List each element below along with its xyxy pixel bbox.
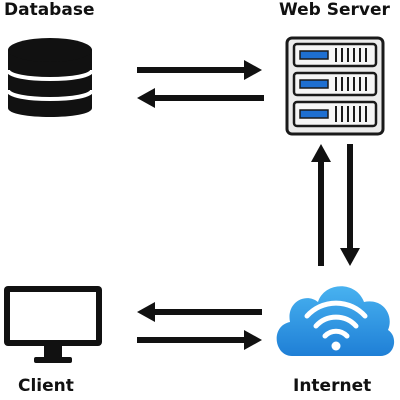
wifi-cloud-icon (276, 286, 395, 356)
arrow-server-to-database (137, 88, 264, 108)
client-label: Client (18, 376, 74, 396)
internet-label: Internet (293, 376, 372, 396)
arrow-client-to-internet (137, 330, 262, 350)
server-rack-icon (285, 36, 385, 136)
web-server-label: Web Server (279, 0, 390, 20)
database-icon (6, 38, 94, 117)
arrow-internet-to-server (311, 144, 331, 266)
database-label: Database (4, 0, 95, 20)
arrow-server-to-internet (340, 144, 360, 266)
arrow-internet-to-client (137, 302, 262, 322)
arrow-database-to-server (137, 60, 262, 80)
monitor-icon (4, 286, 102, 363)
